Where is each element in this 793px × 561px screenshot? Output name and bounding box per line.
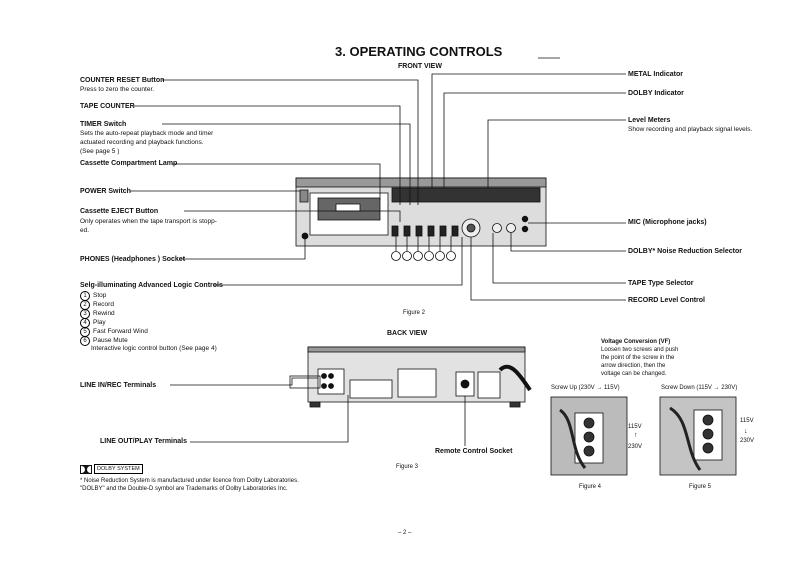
timer-desc-3: (See page 5 ): [80, 148, 120, 155]
line-terminal-block: [317, 368, 345, 395]
logic-note: Interactive logic control button (See pa…: [91, 345, 217, 352]
dolby-note-1: * Noise Reduction System is manufactured…: [80, 478, 299, 484]
figure-5-caption: Figure 5: [689, 484, 712, 490]
tape-counter-label: TAPE COUNTER: [80, 103, 135, 110]
back-view-title: BACK VIEW: [387, 330, 428, 337]
line-in-label: LINE IN/REC Terminals: [80, 382, 157, 389]
screw-down-label: Screw Down (115V → 230V): [661, 385, 738, 391]
metal-indicator-label: METAL Indicator: [628, 71, 683, 78]
tape-type-label: TAPE Type Selector: [628, 280, 694, 287]
voltage-desc-3: arrow direction, then the: [601, 363, 666, 369]
voltage-desc-2: the point of the screw in the: [601, 355, 675, 361]
tape-type-knob: [492, 223, 502, 233]
counter-reset-label: COUNTER RESET Button: [80, 77, 165, 84]
fig5-115v: 115V: [740, 418, 754, 424]
timer-desc-2: actuated recording and playback function…: [80, 139, 204, 146]
logic-button-2: [403, 225, 411, 237]
phones-socket-label: PHONES (Headphones ) Socket: [80, 256, 186, 263]
dolby-indicator-label: DOLBY Indicator: [628, 90, 684, 97]
figure-3-caption: Figure 3: [396, 464, 419, 470]
fig5-230v: 230V: [740, 438, 755, 444]
voltage-title: Voltage Conversion (VF): [601, 339, 671, 345]
caution-label: [349, 379, 393, 399]
fig5-arrow: ↓: [744, 428, 748, 435]
power-switch-label: POWER Switch: [80, 188, 131, 195]
fig4-115v: 115V: [628, 424, 642, 430]
page-title: 3. OPERATING CONTROLS: [335, 44, 503, 59]
line-out-label: LINE OUT/PLAY Terminals: [100, 438, 188, 445]
timer-switch-label: TIMER Switch: [80, 121, 127, 128]
eject-button-label: Cassette EJECT Button: [80, 208, 159, 215]
level-meters-desc: Show recording and playback signal level…: [628, 126, 753, 133]
voltage-desc-4: voltage can be changed.: [601, 371, 667, 377]
rating-label: [397, 368, 437, 398]
logic-button-1: [391, 225, 399, 237]
cassette-lamp-label: Cassette Compartment Lamp: [80, 160, 178, 167]
fig4-arrow: ↑: [634, 432, 638, 439]
level-meters-label: Level Meters: [628, 117, 671, 124]
power-cord: [498, 364, 532, 392]
mic-jack-2: [521, 225, 529, 233]
dolby-nr-knob: [506, 223, 516, 233]
fig4-230v: 230V: [628, 444, 643, 450]
logic-button-3: [415, 225, 423, 237]
logic-button-5: [439, 225, 447, 237]
figure-2-caption: Figure 2: [403, 310, 426, 316]
logic-controls-label: Selg-illuminating Advanced Logic Control…: [80, 282, 223, 289]
level-meter-panel: [391, 187, 541, 203]
eject-desc-2: ed.: [80, 227, 90, 234]
dolby-nr-label: DOLBY* Noise Reduction Selector: [628, 248, 742, 255]
voltage-desc-1: Loosen two screws and push: [601, 347, 679, 353]
page-number: – 2 –: [398, 530, 412, 536]
spec-plate: [477, 371, 501, 399]
mic-jack-1: [521, 215, 529, 223]
logic-button-4: [427, 225, 435, 237]
mic-jacks-label: MIC (Microphone jacks): [628, 219, 707, 226]
counter-reset-desc: Press to zero the counter.: [80, 86, 155, 93]
remote-socket-label: Remote Control Socket: [435, 448, 513, 455]
dolby-system-logo: DOLBY SYSTEM: [94, 464, 143, 475]
timer-desc-1: Sets the auto-repeat playback mode and t…: [80, 130, 214, 137]
dolby-note-2: "DOLBY" and the Double-D symbol are Trad…: [80, 486, 288, 492]
front-deck-top: [295, 177, 547, 188]
phones-jack: [301, 232, 309, 240]
logic-button-6: [451, 225, 459, 237]
eject-desc-1: Only operates when the tape transport is…: [80, 218, 217, 225]
record-level-label: RECORD Level Control: [628, 297, 706, 304]
dolby-double-d-logo: [80, 465, 92, 474]
power-switch: [299, 189, 309, 203]
screw-up-label: Screw Up (230V → 115V): [551, 385, 620, 391]
front-view-title: FRONT VIEW: [398, 63, 442, 70]
figure-4-caption: Figure 4: [579, 484, 602, 490]
